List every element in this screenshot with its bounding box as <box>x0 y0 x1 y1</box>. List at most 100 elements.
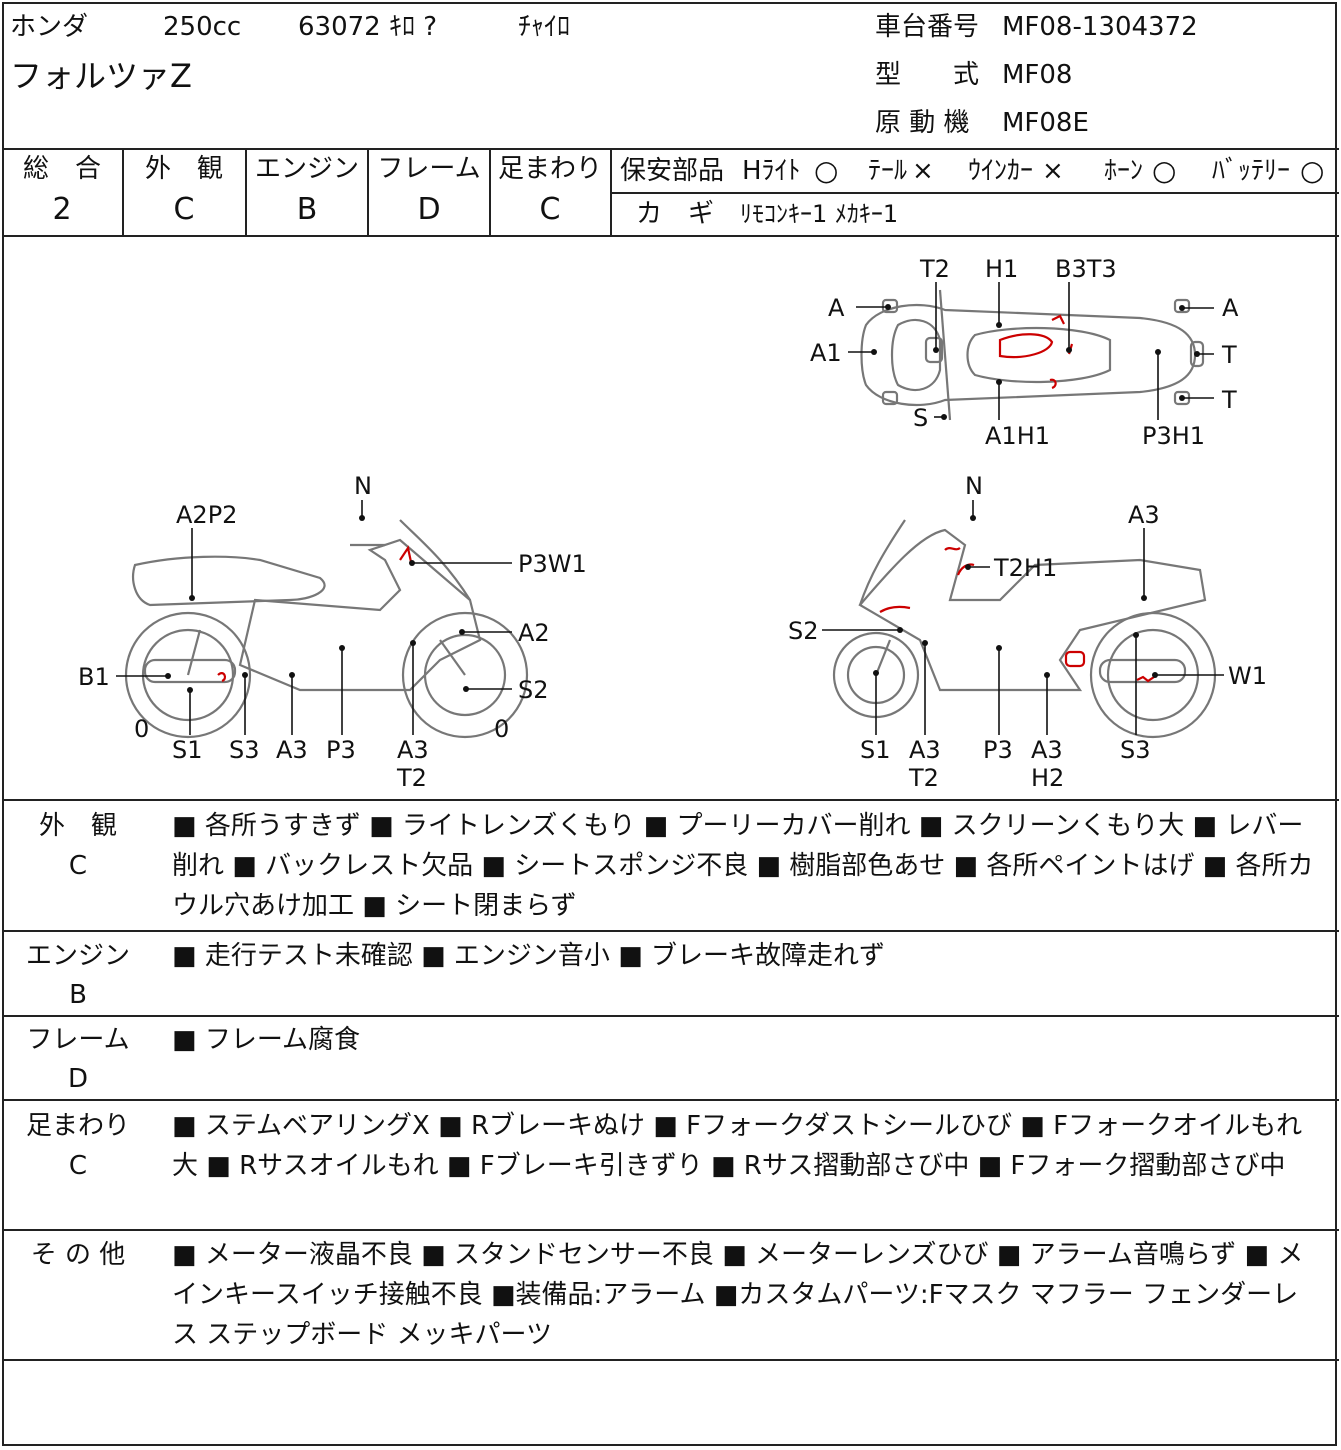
left-label-t2: T2 <box>396 764 427 792</box>
safety-tail-mark: × <box>912 156 934 186</box>
safety-horn: ﾎｰﾝ <box>1104 156 1144 186</box>
right-label-s2: S2 <box>788 617 819 645</box>
detail-label-exterior: 外 観 <box>38 811 117 841</box>
engine: MF08E <box>1002 108 1089 138</box>
rating-value-exterior: C <box>173 192 195 227</box>
top-label-a1h1: A1H1 <box>985 422 1050 450</box>
color: ﾁｬｲﾛ <box>518 12 571 42</box>
type-label: 型 式 <box>875 60 980 90</box>
left-label-a3: A3 <box>276 736 308 764</box>
detail-grade-engine: B <box>69 980 87 1010</box>
detail-grade-suspension: C <box>68 1151 88 1181</box>
detail-grade-exterior: C <box>68 851 88 881</box>
left-label-p3w1: P3W1 <box>518 550 587 578</box>
detail-text-exterior: ■ 各所うすきず ■ ライトレンズくもり ■ プーリーカバー削れ ■ スクリーン… <box>172 811 1314 921</box>
damage-diagram: T2 H1 B3T3 A A1 S A1H1 P3H1 A T T N A2P2 <box>78 255 1267 792</box>
left-label-zero-rear: 0 <box>134 715 149 743</box>
top-label-t2: T2 <box>919 255 950 283</box>
frame-no-label: 車台番号 <box>875 12 980 42</box>
top-label-t-lower: T <box>1221 386 1237 414</box>
safety-battery: ﾊﾞｯﾃﾘｰ <box>1212 156 1291 186</box>
left-label-s1: S1 <box>172 736 203 764</box>
mileage: 63072 ｷﾛ ? <box>298 12 438 42</box>
rating-value-suspension: C <box>539 192 561 227</box>
rating-label-frame: フレーム <box>377 154 481 184</box>
left-view-pointers <box>116 500 512 735</box>
top-label-a-left: A <box>828 294 845 322</box>
detail-label-suspension: 足まわり <box>25 1111 130 1141</box>
detail-text-frame: ■ フレーム腐食 <box>172 1025 361 1055</box>
top-view-bike <box>860 289 1205 421</box>
right-label-s3: S3 <box>1120 736 1151 764</box>
top-label-s: S <box>913 404 928 432</box>
detail-label-frame: フレーム <box>26 1025 130 1055</box>
divider <box>2 930 1339 932</box>
right-label-t2: T2 <box>908 764 939 792</box>
divider <box>612 192 1339 194</box>
detail-grade-frame: D <box>67 1064 89 1094</box>
maker: ホンダ <box>10 12 89 42</box>
detail-label-engine: エンジン <box>25 941 130 971</box>
divider <box>245 148 247 237</box>
detail-text-engine: ■ 走行テスト未確認 ■ エンジン音小 ■ ブレーキ故障走れず <box>172 941 886 971</box>
safety-tail: ﾃｰﾙ <box>868 156 908 186</box>
right-label-t2h1: T2H1 <box>993 554 1057 582</box>
divider <box>2 148 1339 150</box>
right-label-n: N <box>965 472 983 500</box>
top-label-t-upper: T <box>1221 341 1237 369</box>
rating-label-exterior: 外 観 <box>144 154 223 184</box>
divider <box>122 148 124 237</box>
right-view-pointers <box>822 500 1224 735</box>
right-label-h2: H2 <box>1031 764 1064 792</box>
safety-winker-mark: × <box>1042 156 1064 186</box>
left-label-a3-2: A3 <box>397 736 429 764</box>
left-label-a2: A2 <box>518 619 550 647</box>
right-view-bike <box>832 519 1217 739</box>
right-label-s1: S1 <box>860 736 891 764</box>
top-view-pointers <box>848 282 1214 420</box>
divider <box>2 235 1339 237</box>
rating-label-suspension: 足まわり <box>497 154 602 184</box>
right-label-a3-rear: A3 <box>1031 736 1063 764</box>
safety-headlight: Hﾗｲﾄ <box>742 156 801 186</box>
left-label-p3: P3 <box>326 736 356 764</box>
left-label-n: N <box>354 472 372 500</box>
detail-text-suspension: ■ ステムベアリングX ■ Rブレーキぬけ ■ Fフォークダストシールひび ■ … <box>172 1111 1303 1181</box>
safety-winker: ｳｲﾝｶｰ <box>968 156 1034 186</box>
left-label-s2: S2 <box>518 676 549 704</box>
top-label-a-right: A <box>1222 294 1239 322</box>
type: MF08 <box>1002 60 1073 90</box>
left-label-b1: B1 <box>78 663 110 691</box>
safety-horn-mark: ○ <box>1152 154 1177 187</box>
divider <box>610 148 612 237</box>
divider <box>2 1015 1339 1017</box>
rating-value-engine: B <box>296 192 318 227</box>
safety-battery-mark: ○ <box>1300 154 1325 187</box>
left-view-bike <box>124 519 529 739</box>
rating-value-frame: D <box>417 192 441 227</box>
model-name: フォルツァZ <box>10 57 192 95</box>
key-label: カ ギ <box>636 199 715 229</box>
divider <box>2 1359 1339 1361</box>
right-label-a3-front: A3 <box>909 736 941 764</box>
right-label-w1: W1 <box>1228 662 1267 690</box>
top-label-h1: H1 <box>985 255 1018 283</box>
divider <box>367 148 369 237</box>
top-label-b3t3: B3T3 <box>1055 255 1117 283</box>
left-label-zero-front: 0 <box>494 715 509 743</box>
frame-no: MF08-1304372 <box>1002 12 1198 42</box>
divider <box>2 1099 1339 1101</box>
safety-label: 保安部品 <box>620 156 725 186</box>
right-label-p3: P3 <box>983 736 1013 764</box>
divider <box>2 799 1339 801</box>
rating-label-engine: エンジン <box>254 154 359 184</box>
detail-label-other: そ の 他 <box>30 1240 126 1270</box>
top-label-a1: A1 <box>810 339 842 367</box>
top-label-p3h1: P3H1 <box>1142 422 1205 450</box>
left-label-a2p2: A2P2 <box>176 501 237 529</box>
left-label-s3: S3 <box>229 736 260 764</box>
divider <box>2 1229 1339 1231</box>
rating-label-overall: 総 合 <box>22 154 101 184</box>
safety-headlight-mark: ○ <box>814 154 839 187</box>
